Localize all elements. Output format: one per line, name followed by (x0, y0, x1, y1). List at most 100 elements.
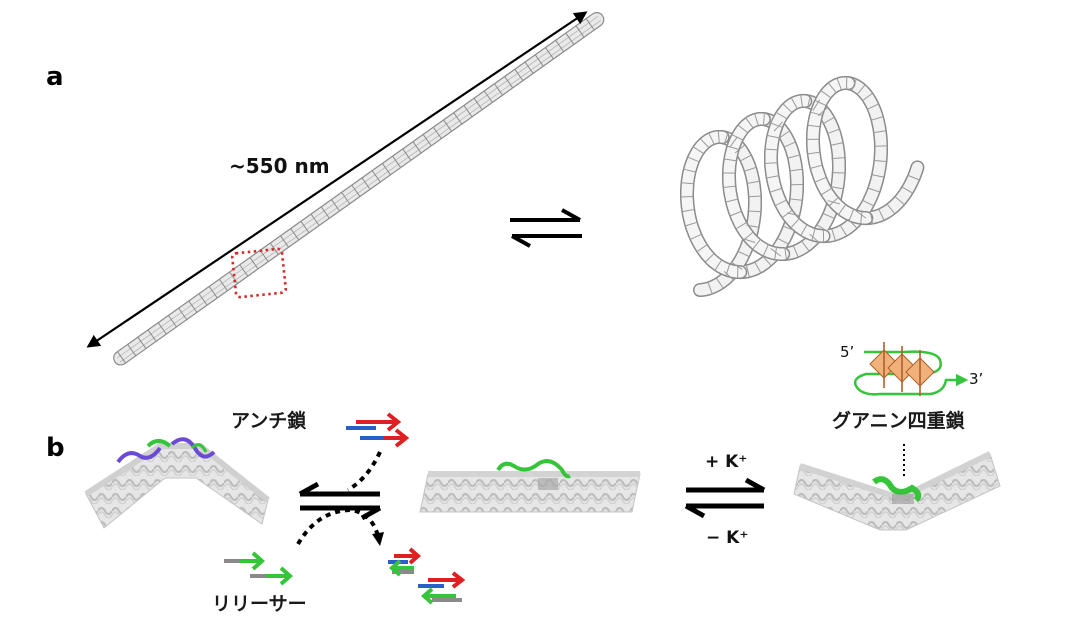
helix-segment-tick (901, 186, 913, 194)
helix-segment-tick (855, 210, 867, 219)
helix-segment-tick (743, 231, 754, 241)
helix-segment-tick (800, 224, 808, 236)
helix-segment-tick (690, 233, 702, 240)
helix-segment-tick (783, 141, 796, 148)
helix-segment-tick (811, 228, 816, 241)
helix-segment-tick (848, 208, 855, 222)
helix-segment-tick (814, 176, 827, 183)
helix-segment-tick (820, 187, 832, 196)
helix-segment-tick (827, 128, 840, 134)
helix-segment-tick (789, 198, 803, 201)
helix-segment-tick (820, 90, 832, 99)
length-label: ~550 nm (229, 154, 330, 178)
helix-segment-tick (907, 174, 920, 181)
helix-segment-tick (827, 82, 837, 93)
helix-segment-tick (762, 256, 772, 267)
helix-segment-tick (766, 175, 779, 179)
helix-segment-tick (886, 203, 896, 215)
helix-segment-tick (731, 262, 743, 270)
tube-segment-line (585, 18, 595, 31)
length-dimension-arrow (86, 11, 588, 348)
helix-segment-tick (737, 251, 750, 257)
helix-segment-tick (764, 162, 778, 164)
helix-segment-tick (781, 209, 793, 218)
helix-segment-tick (775, 199, 787, 207)
helix-segment-tick (696, 244, 708, 253)
panel-a-letter: a (46, 62, 64, 92)
five-prime-label: 5’ (840, 343, 854, 361)
anti-strand-duplex (346, 412, 410, 448)
helix-segment-tick (687, 156, 700, 163)
helix-segment-tick (790, 218, 800, 229)
waste-duplexes (388, 547, 466, 605)
highlight-box (230, 247, 288, 299)
g-quadruplex-schematic: 5’ 3’ (840, 342, 983, 396)
helix-segment-tick (745, 117, 754, 129)
helix-segment-tick (867, 103, 879, 110)
helix-segment-tick (800, 94, 803, 108)
helix-segment (910, 161, 923, 177)
helix-segment-tick (748, 195, 762, 198)
helix-segment-tick (836, 77, 842, 91)
helix-segment-tick (894, 196, 905, 205)
helix-segment-tick (754, 261, 762, 274)
helix-segment-tick (747, 180, 760, 184)
helix-segment-tick (790, 97, 798, 109)
helix-segment-tick (809, 233, 820, 243)
helix-segment-tick (810, 164, 823, 169)
equilibrium-arrows-a (510, 208, 582, 248)
bent-origami-left (84, 437, 270, 529)
releaser-label: リリーサー (212, 593, 307, 615)
helix-segment-tick (878, 208, 885, 221)
helix-segment-tick (860, 211, 863, 225)
helix-segment-tick (856, 84, 866, 95)
helix-segment-tick (789, 168, 803, 172)
strand-displacement-arrows (296, 451, 384, 546)
helix-segment-tick (681, 209, 695, 213)
helix-segment-tick (680, 196, 694, 198)
helix-segment-tick (683, 168, 697, 173)
helix-segment-tick (814, 100, 827, 106)
helix-segment-tick (715, 277, 724, 289)
helix-segment-tick (725, 198, 739, 203)
helix-segment-tick (745, 264, 750, 278)
helix-segment-tick (822, 213, 835, 219)
helix-segment-tick (810, 111, 823, 116)
releaser-strands (224, 551, 294, 586)
helix-segment-tick (782, 103, 793, 113)
helix-segment-tick (729, 136, 738, 148)
helix-segment-tick (831, 228, 836, 241)
helix-segment-tick (734, 144, 746, 154)
helix-segment-tick (714, 259, 722, 271)
k-minus-label: − K⁺ (706, 528, 748, 548)
helix-segment-tick (737, 124, 749, 134)
coiled-nanotube (680, 76, 925, 297)
helix-segment-tick (729, 210, 742, 217)
helix-segment-tick (816, 224, 828, 232)
helix-segment-tick (742, 238, 756, 243)
helix-segment-tick (862, 92, 873, 101)
helix-segment-tick (807, 151, 821, 155)
tube-segment-line (117, 351, 126, 364)
helix-segment-tick (769, 187, 783, 193)
helix-segment-tick (740, 154, 752, 162)
helix-segment-tick (762, 244, 769, 257)
helix-segment-tick (777, 237, 789, 245)
helix-segment-tick (681, 182, 694, 185)
helix-segment-tick (748, 210, 762, 213)
helix-segment-tick (744, 166, 757, 172)
helix-segment-tick (851, 78, 857, 91)
helix-segment-tick (724, 131, 729, 145)
helix-segment-tick (830, 142, 844, 146)
helix-segment-tick (723, 185, 736, 188)
helix-segment-tick (848, 219, 858, 229)
helix-segment-tick (704, 253, 715, 263)
k-plus-label: + K⁺ (705, 452, 747, 472)
g-quadruplex-label: グアニン四重鎖 (832, 409, 966, 432)
panel-b-letter: b (46, 433, 65, 463)
helix-segment-tick (770, 122, 783, 128)
helix-segment-tick (764, 148, 778, 151)
helix-segment-tick (828, 197, 839, 207)
helix-segment-tick (801, 240, 810, 252)
straight-nanotube (113, 12, 605, 366)
